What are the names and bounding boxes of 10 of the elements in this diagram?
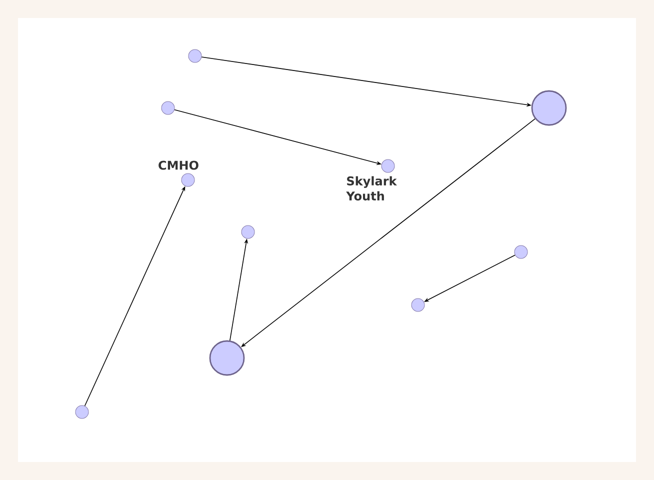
graph-node: [241, 225, 255, 239]
graph-node: [514, 245, 528, 259]
graph-node: [75, 405, 89, 419]
graph-node: [209, 340, 245, 376]
node-label: CMHO: [158, 160, 198, 170]
graph-node: [411, 298, 425, 312]
graph-node: [161, 101, 175, 115]
node-label: Skylark Youth: [346, 176, 397, 200]
graph-node: [188, 49, 202, 63]
graph-node: [531, 90, 567, 126]
